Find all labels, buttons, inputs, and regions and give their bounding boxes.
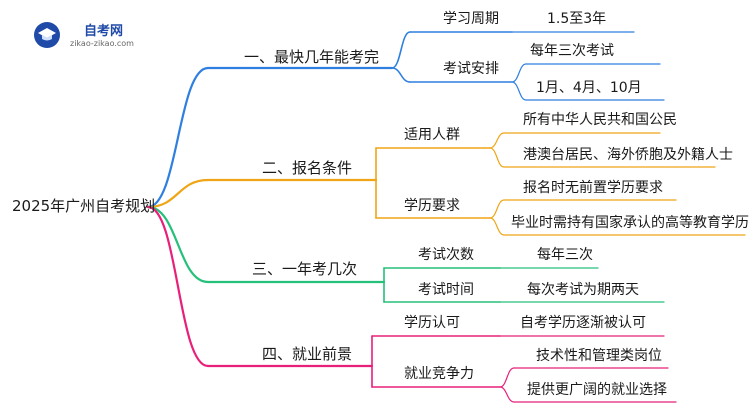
leaf-connector-4-2-1 [499,367,515,388]
branch-exams-per-year: 三、一年考几次 [252,260,358,278]
graduation-cap-icon [34,22,60,48]
logo-title: 自考网 [84,24,124,39]
branch-connector-2 [146,178,210,209]
node-exam-time: 考试时间 [418,282,474,298]
leaf-study-period: 1.5至3年 [547,11,607,27]
child-connector-1-1 [391,31,411,69]
node-competitiveness: 就业竞争力 [404,366,474,382]
root-topic: 2025年广州自考规划 [12,197,156,215]
leaf-two-days: 每次考试为期两天 [527,282,639,298]
branch-connector-3 [146,205,210,284]
leaf-connector-2-1-2 [489,147,505,168]
site-logo: 自考网 zikao-zikao.com [34,18,154,54]
node-eligible-people: 适用人群 [404,127,460,143]
leaf-connector-2-2-1 [489,199,505,219]
node-exam-schedule: 考试安排 [443,61,499,77]
branch-connector-4 [146,205,210,368]
logo-url: zikao-zikao.com [70,39,134,48]
leaf-exams-per-year: 每年三次考试 [530,43,614,59]
node-degree-recognition: 学历认可 [404,315,460,331]
branch-duration: 一、最快几年能考完 [244,48,380,66]
leaf-exam-months: 1月、4月、10月 [536,80,642,96]
branch-connector-1 [146,66,210,209]
child-connector-1-2 [391,67,411,83]
node-study-period: 学习周期 [443,11,499,27]
branch-career: 四、就业前景 [262,345,353,363]
node-education-req: 学历要求 [404,198,460,214]
leaf-broader-options: 提供更广阔的就业选择 [527,382,667,398]
leaf-connector-1-2-2 [511,81,527,101]
leaf-graduation-degree: 毕业时需持有国家承认的高等教育学历 [511,215,749,231]
leaf-no-prior-degree: 报名时无前置学历要求 [523,180,663,196]
leaf-connector-2-2-2 [489,217,505,236]
leaf-all-citizens: 所有中华人民共和国公民 [523,112,677,128]
leaf-connector-2-1-1 [489,132,505,149]
leaf-tech-management: 技术性和管理类岗位 [536,348,662,364]
leaf-hk-macao-taiwan: 港澳台居民、海外侨胞及外籍人士 [523,147,733,163]
branch-eligibility: 二、报名条件 [262,159,353,177]
leaf-connector-1-2-1 [511,63,527,83]
leaf-recognized: 自考学历逐渐被认可 [520,315,646,331]
leaf-three-times: 每年三次 [537,247,593,263]
leaf-connector-4-2-2 [499,386,515,403]
node-exam-count: 考试次数 [418,247,474,263]
